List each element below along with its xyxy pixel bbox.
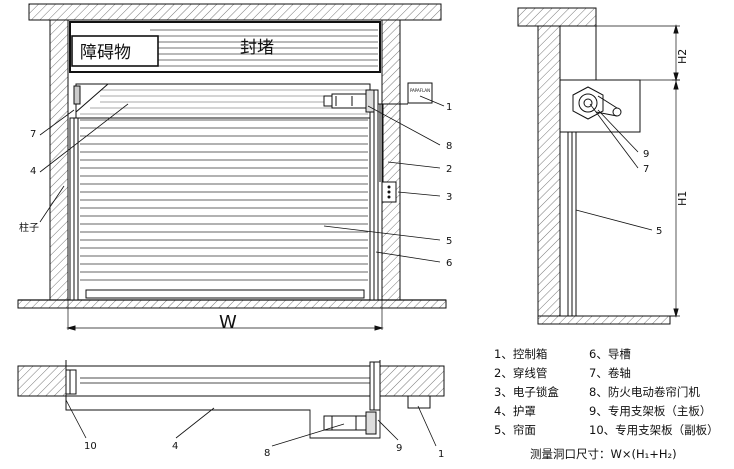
legend-item: 9、专用支架板（主板） (589, 404, 712, 418)
legend-item: 4、护罩 (494, 404, 536, 418)
plan-control-box (407, 395, 431, 409)
callout-1-plan: 1 (438, 449, 444, 460)
side-header-block (559, 25, 597, 81)
obstacle-label: 障碍物 (80, 43, 131, 63)
plan-right-wall (379, 365, 445, 397)
left-bracket (73, 85, 81, 105)
measurement-note: 测量洞口尺寸：W×(H₁+H₂) (530, 447, 677, 461)
legend-item: 1、控制箱 (494, 347, 548, 361)
front-view (17, 3, 447, 331)
legend-item: 8、防火电动卷帘门机 (589, 385, 700, 399)
legend-item: 2、穿线管 (494, 366, 548, 380)
side-floor (537, 315, 671, 325)
callout-4-front: 4 (30, 166, 36, 177)
legend-item: 5、帘面 (494, 423, 536, 437)
callout-7-side: 7 (643, 164, 649, 175)
legend-item: 10、专用支架板（副板） (589, 423, 719, 437)
callout-1-front: 1 (446, 102, 452, 113)
pillar-label: 柱子 (19, 221, 39, 234)
control-box-label: PAPAFLAN (410, 88, 430, 93)
callout-6-front: 6 (446, 258, 452, 269)
width-label: W (219, 312, 237, 333)
h2-label: H2 (676, 49, 689, 64)
motor-body (331, 93, 367, 109)
callout-10-plan: 10 (84, 441, 97, 452)
side-view (517, 7, 680, 325)
control-box (407, 82, 433, 104)
side-wall (537, 25, 561, 317)
plan-right-bracket (369, 361, 381, 411)
callout-8-front: 8 (446, 141, 452, 152)
callout-3-front: 3 (446, 192, 452, 203)
front-leader-lines (39, 95, 445, 263)
plan-view (17, 360, 445, 447)
callout-8-plan: 8 (264, 448, 270, 459)
callout-5-side: 5 (656, 226, 662, 237)
h1-label: H1 (676, 191, 689, 206)
callout-9-plan: 9 (396, 443, 402, 454)
legend-item: 3、电子锁盒 (494, 385, 559, 399)
shutter-curtain (80, 119, 368, 281)
callout-7-front: 7 (30, 129, 36, 140)
seal-label: 封堵 (240, 38, 274, 58)
ceiling-slab (28, 3, 442, 21)
legend-item: 7、卷轴 (589, 366, 631, 380)
bottom-rail (85, 289, 365, 299)
callout-9-side: 9 (643, 149, 649, 160)
callout-5-front: 5 (446, 236, 452, 247)
seal-block (69, 21, 381, 73)
callout-4-plan: 4 (172, 441, 178, 452)
legend: 1、控制箱 6、导槽 2、穿线管 7、卷轴 3、电子锁盒 8、防火电动卷帘门机 … (494, 346, 732, 446)
right-wall (381, 19, 401, 301)
left-wall (49, 19, 69, 301)
plan-left-wall (17, 365, 67, 397)
legend-item: 6、导槽 (589, 347, 631, 361)
obstacle-box (71, 35, 159, 67)
plan-left-bracket (65, 369, 77, 395)
side-ceiling (517, 7, 597, 27)
callout-2-front: 2 (446, 164, 452, 175)
